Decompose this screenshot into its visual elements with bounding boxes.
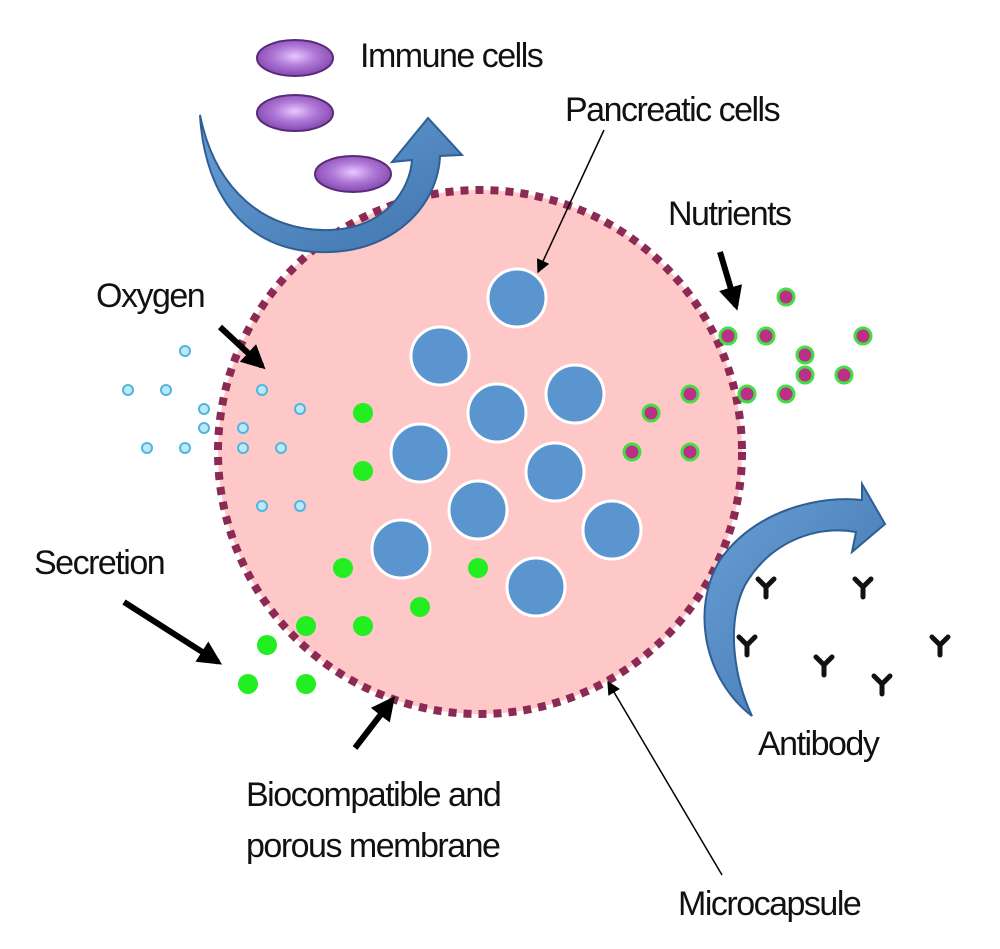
- oxygen-molecule: [179, 442, 191, 454]
- pancreatic-cell: [466, 382, 528, 444]
- nutrients-label: Nutrients: [668, 195, 792, 233]
- antibody-icon: [929, 634, 951, 658]
- secretion-particle: [257, 635, 277, 655]
- nutrient-particle: [853, 326, 873, 346]
- nutrients-pointer-arrow: [717, 251, 743, 311]
- secretion-particle: [333, 558, 353, 578]
- microcapsule: [214, 186, 746, 718]
- oxygen-group: [122, 345, 306, 512]
- nutrient-particle: [776, 384, 796, 404]
- immune-cell: [314, 155, 392, 193]
- oxygen-label: Oxygen: [96, 277, 206, 315]
- nutrient-particle: [756, 326, 776, 346]
- immune-cells-label: Immune cells: [360, 37, 544, 75]
- secretion-group: [238, 403, 488, 694]
- antibody-deflect-arrow: [703, 480, 887, 717]
- oxygen-molecule: [141, 442, 153, 454]
- membrane-pointer-arrow: [352, 696, 395, 750]
- antibody-icon: [852, 576, 874, 600]
- nutrient-particle: [680, 384, 700, 404]
- oxygen-molecule: [198, 422, 210, 434]
- nutrient-particle: [795, 365, 815, 385]
- pancreatic-cell: [447, 479, 509, 541]
- antibody-icon: [736, 634, 758, 658]
- secretion-particle: [238, 674, 258, 694]
- pancreatic-pointer-line: [536, 129, 605, 274]
- nutrient-particle: [641, 403, 661, 423]
- nutrient-particle: [737, 384, 757, 404]
- oxygen-molecule: [122, 384, 134, 396]
- oxygen-molecule: [294, 403, 306, 415]
- secretion-particle: [410, 597, 430, 617]
- nutrient-particle: [834, 365, 854, 385]
- nutrient-particle: [718, 326, 738, 346]
- pancreatic-cell: [370, 518, 432, 580]
- pancreatic-cell: [505, 556, 567, 618]
- secretion-particle: [353, 616, 373, 636]
- oxygen-pointer-arrow: [217, 324, 266, 370]
- antibody-label: Antibody: [758, 725, 880, 763]
- antibody-icon: [871, 673, 893, 697]
- immune-cell: [256, 94, 334, 132]
- immune-deflect-arrow: [199, 114, 465, 254]
- nutrient-particle: [622, 442, 642, 462]
- oxygen-molecule: [294, 500, 306, 512]
- secretion-pointer-arrow: [122, 599, 223, 665]
- nutrients-group: [622, 287, 873, 462]
- oxygen-molecule: [256, 384, 268, 396]
- oxygen-molecule: [160, 384, 172, 396]
- antibody-icon: [755, 576, 777, 600]
- pancreatic-cell: [524, 441, 586, 503]
- secretion-particle: [296, 674, 316, 694]
- oxygen-molecule: [275, 442, 287, 454]
- nutrient-particle: [795, 345, 815, 365]
- pancreatic-cells-label: Pancreatic cells: [565, 91, 781, 129]
- microcapsule-label: Microcapsule: [678, 885, 862, 923]
- secretion-label: Secretion: [34, 544, 166, 582]
- antibody-icon: [813, 654, 835, 678]
- antibodies-group: [736, 576, 951, 697]
- immune-cell: [256, 39, 334, 77]
- oxygen-molecule: [198, 403, 210, 415]
- pancreatic-cell: [486, 267, 548, 329]
- secretion-particle: [353, 403, 373, 423]
- immune-cells-group: [256, 39, 392, 193]
- pancreatic-cell: [544, 363, 606, 425]
- nutrient-particle: [776, 287, 796, 307]
- nutrient-particle: [680, 442, 700, 462]
- secretion-particle: [296, 616, 316, 636]
- pancreatic-cells-group: [370, 267, 643, 618]
- membrane-label: Biocompatible and porous membrane: [246, 776, 502, 865]
- oxygen-molecule: [179, 345, 191, 357]
- pancreatic-cell: [409, 325, 471, 387]
- pancreatic-cell: [581, 499, 643, 561]
- secretion-particle: [353, 461, 373, 481]
- microcapsule-pointer-line: [607, 680, 723, 876]
- oxygen-molecule: [237, 442, 249, 454]
- pointer-arrows: [122, 129, 743, 876]
- oxygen-molecule: [237, 422, 249, 434]
- oxygen-molecule: [256, 500, 268, 512]
- secretion-particle: [468, 558, 488, 578]
- pancreatic-cell: [389, 422, 451, 484]
